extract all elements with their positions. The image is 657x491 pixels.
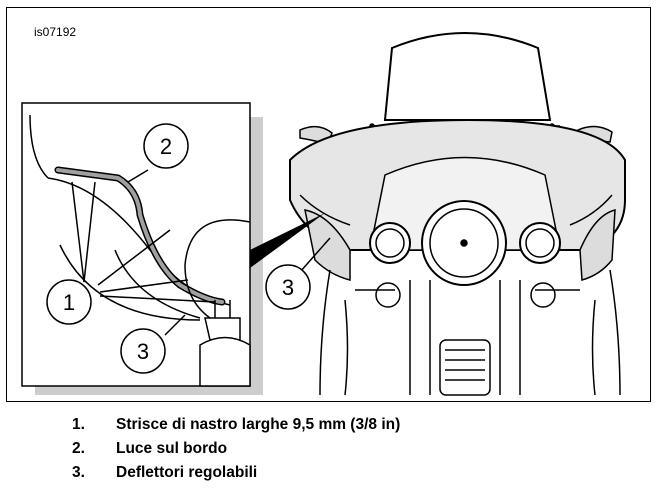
callout-2 — [143, 123, 189, 169]
legend-item: 3. Deflettori regolabili — [72, 461, 400, 485]
callout-3-inset — [120, 328, 166, 374]
windshield — [383, 32, 552, 121]
figure-frame — [6, 7, 651, 402]
legend-text: Luce sul bordo — [116, 440, 228, 457]
callout-3-inset-label: 3 — [137, 339, 149, 364]
legend-text: Strisce di nastro larghe 9,5 mm (3/8 in) — [116, 416, 401, 433]
legend: 1. Strisce di nastro larghe 9,5 mm (3/8 … — [72, 413, 400, 485]
figure-id: is07192 — [34, 25, 77, 39]
legend-number: 2. — [72, 440, 85, 457]
callout-1-label: 1 — [63, 290, 75, 315]
legend-text: Deflettori regolabili — [116, 464, 258, 481]
detail-inset: 2 1 3 — [21, 102, 331, 395]
legend-number: 1. — [72, 416, 85, 433]
callout-1 — [46, 279, 92, 325]
callout-3-main-label: 3 — [282, 275, 294, 300]
inset-pointer — [250, 213, 325, 268]
motorcycle-front — [289, 32, 626, 396]
legend-number: 3. — [72, 464, 85, 481]
callout-2-label: 2 — [160, 134, 172, 159]
legend-item: 2. Luce sul bordo — [72, 437, 400, 461]
callout-3-main — [265, 264, 311, 310]
legend-item: 1. Strisce di nastro larghe 9,5 mm (3/8 … — [72, 413, 400, 437]
